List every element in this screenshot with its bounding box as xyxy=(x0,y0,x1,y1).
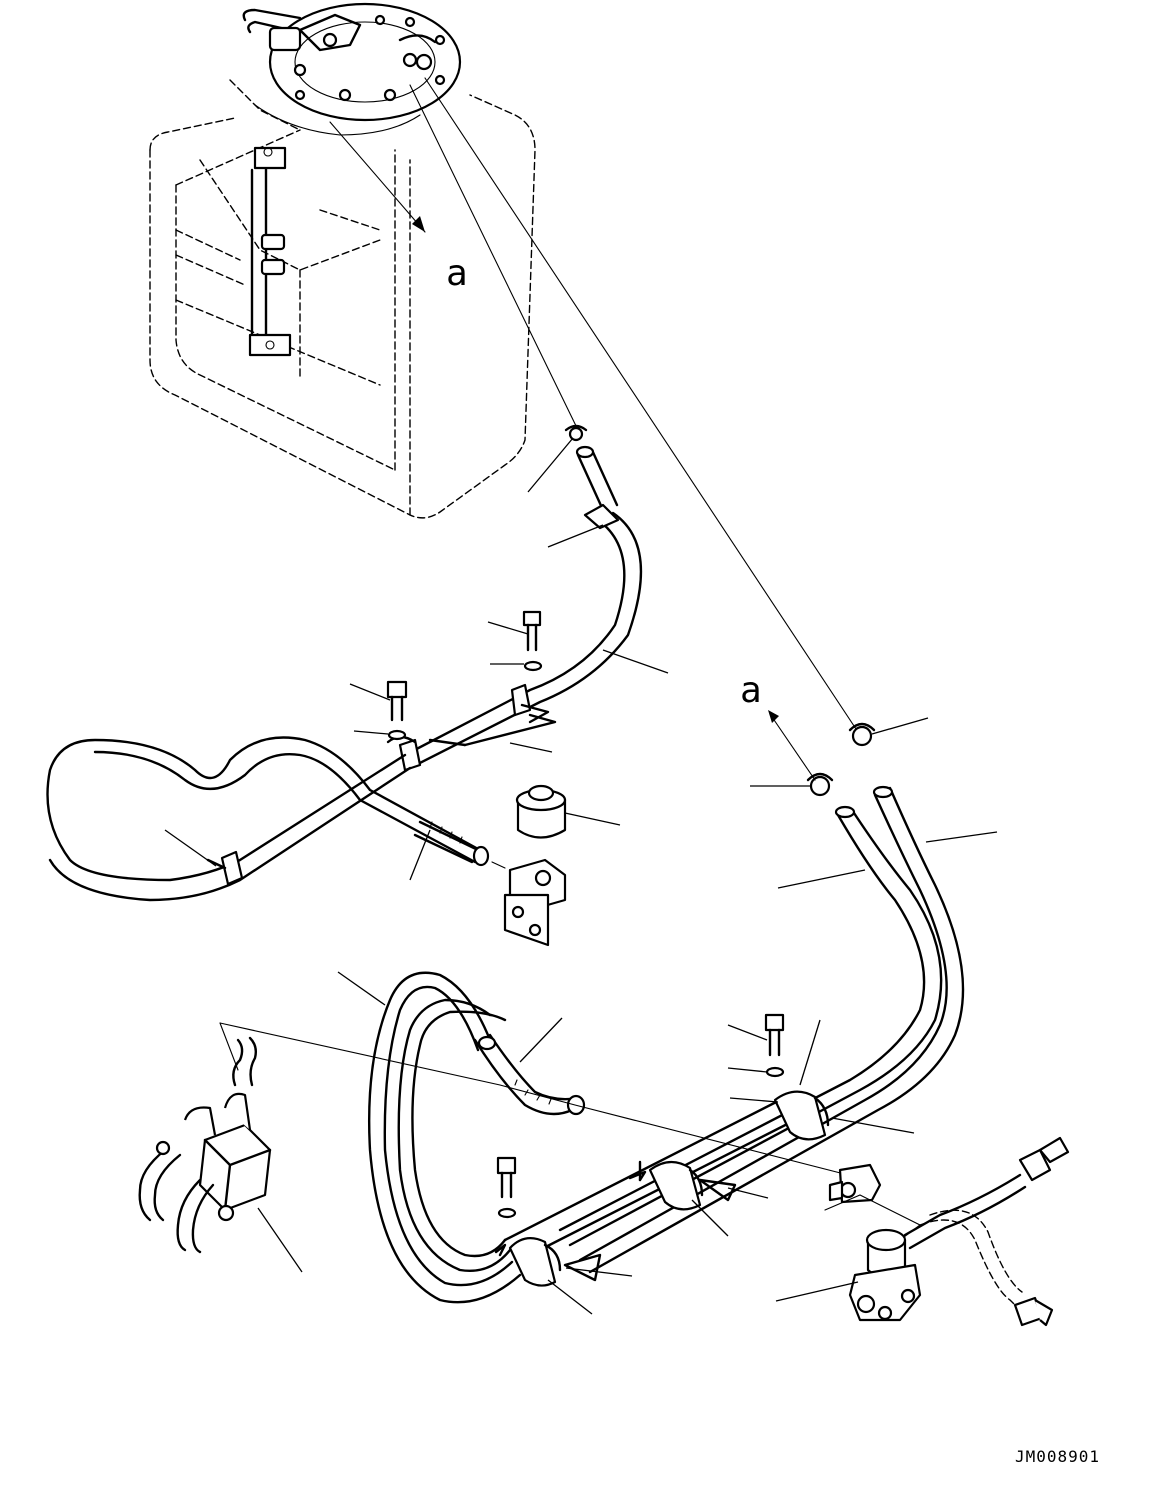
bolt-lower-2 xyxy=(496,1156,517,1219)
check-valve xyxy=(515,784,567,839)
callout-leader-lines xyxy=(164,437,998,1315)
hydraulic-tank xyxy=(149,79,536,519)
view-label-upper: a xyxy=(446,253,468,294)
lower-bracket-clamps xyxy=(494,1090,830,1287)
valve-block xyxy=(138,1036,272,1254)
tank-cap-assembly xyxy=(242,2,462,136)
view-label-lower: a xyxy=(740,670,762,711)
valve-block-leader-lines xyxy=(219,1022,861,1179)
view-arrow-lower xyxy=(768,710,816,781)
bolt-lower-1 xyxy=(764,1013,785,1078)
level-gauge xyxy=(248,146,292,357)
drawing-number: JM008901 xyxy=(1015,1447,1100,1466)
solenoid-bracket xyxy=(491,858,567,947)
mounting-plate-upper xyxy=(428,713,557,747)
fitting-elbow xyxy=(828,1163,882,1204)
upper-hose-assembly xyxy=(46,424,643,902)
lower-right-hoses xyxy=(558,722,965,1274)
bolt-upper-2 xyxy=(386,680,408,741)
view-reference-lines xyxy=(329,77,861,736)
lower-loop-hoses xyxy=(367,971,586,1304)
bolt-upper-1 xyxy=(522,610,543,672)
solenoid-valve xyxy=(824,1136,1070,1327)
